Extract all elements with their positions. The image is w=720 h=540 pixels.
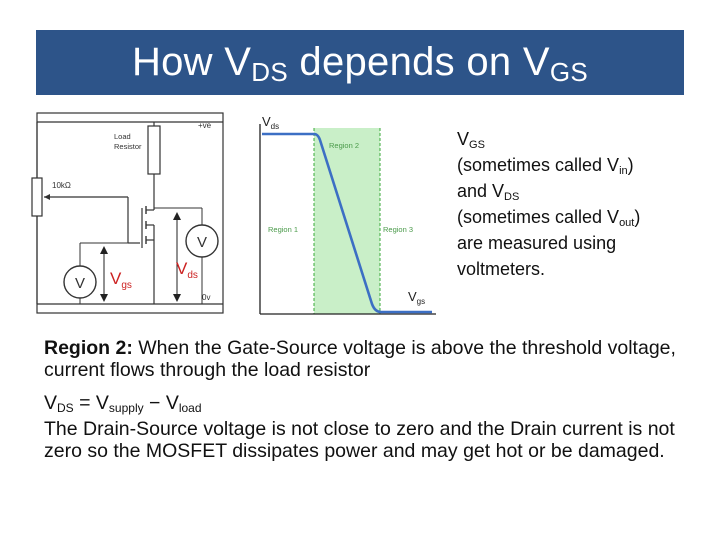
side-line-6: voltmeters. — [457, 259, 546, 279]
slide-title: How VDS depends on VGS — [36, 30, 684, 95]
region2-description: When the Gate-Source voltage is above th… — [44, 337, 676, 381]
title-sub2: GS — [549, 57, 589, 87]
y-axis-label: Vds — [262, 114, 279, 131]
region2-paragraph: Region 2: When the Gate-Source voltage i… — [44, 337, 684, 381]
side-line-1: VGS — [457, 129, 485, 151]
side-explanation: VGS (sometimes called Vin) and VDS (some… — [457, 126, 707, 282]
side-line-5: are measured using — [457, 233, 617, 253]
vds-circuit-label: Vds — [176, 259, 198, 281]
title-sub1: DS — [251, 57, 288, 87]
region3-label: Region 3 — [383, 225, 413, 234]
title-bar: How VDS depends on VGS — [36, 30, 684, 95]
vds-meter-symbol: V — [197, 234, 207, 251]
potentiometer — [31, 177, 43, 217]
body-text: Region 2: When the Gate-Source voltage i… — [44, 337, 684, 473]
load-label-2: Resistor — [114, 142, 142, 151]
pot-label: 10kΩ — [52, 181, 71, 190]
load-label-1: Load — [114, 132, 131, 141]
region1-label: Region 1 — [268, 225, 298, 234]
title-part1: How V — [131, 40, 252, 84]
region2-label: Region 2 — [329, 141, 359, 150]
mosfet-circuit-diagram: Load Resistor +ve 0v 10kΩ V Vds V Vgs — [31, 112, 224, 314]
vds-curve — [262, 132, 432, 314]
x-axis-label: Vgs — [408, 289, 425, 306]
vgs-circuit-label: Vgs — [110, 269, 132, 291]
ground-label: 0v — [202, 293, 210, 302]
power-dissipation-paragraph: The Drain-Source voltage is not close to… — [44, 418, 675, 462]
side-line-4: (sometimes called Vout) — [457, 207, 641, 229]
supply-label: +ve — [198, 121, 212, 130]
vds-vgs-graph: Vds Vgs Region 2 Region 1 Region 3 — [259, 114, 436, 315]
vds-equation: VDS = Vsupply − Vload — [44, 392, 202, 415]
region2-heading: Region 2: — [44, 337, 133, 359]
title-part2: depends on V — [287, 40, 550, 84]
side-line-2: (sometimes called Vin) — [457, 155, 634, 177]
vgs-meter-symbol: V — [75, 275, 85, 292]
load-resistor — [147, 125, 161, 175]
side-line-3: and VDS — [457, 181, 520, 203]
